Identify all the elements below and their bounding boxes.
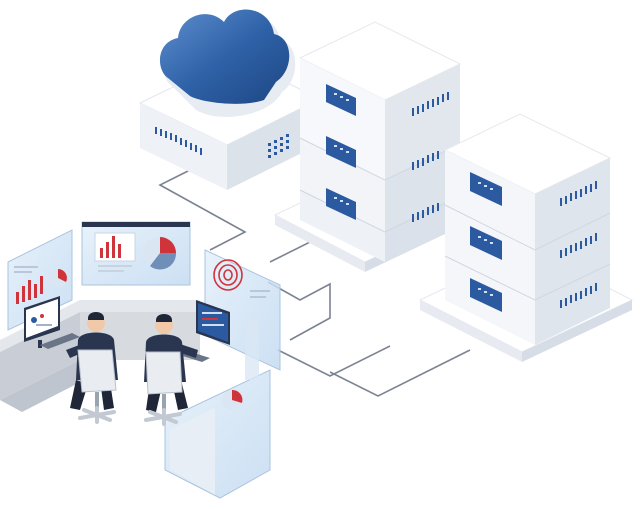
server-display-dots [334,93,349,205]
server-display-dots [478,182,493,296]
server-stack-middle [273,21,472,272]
monitor-icon [24,296,60,348]
monitor-icon [196,300,230,345]
pie-chart-icon [49,269,67,287]
server-display [470,172,502,312]
server-vent [560,181,597,308]
office-chair-icon [77,349,117,424]
bar-chart-icon [16,276,43,304]
dashboard-panel-top [81,221,191,286]
office-chair-icon [144,351,183,426]
pie-chart-icon [222,389,243,410]
bar-chart-icon [100,236,121,258]
server-display [326,84,356,220]
network-connection-lines [158,169,471,397]
server-dot-grid [268,134,289,158]
cloud-icon [159,9,296,117]
server-vent [412,92,449,222]
server-stack-right [418,113,634,362]
target-icon [213,259,243,291]
pie-chart-icon [144,237,177,270]
server-vent [155,127,202,155]
